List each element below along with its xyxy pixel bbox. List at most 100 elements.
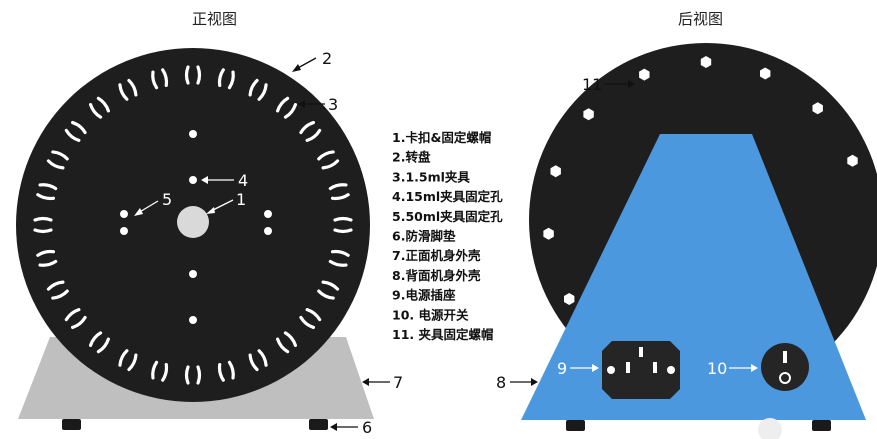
front-foot-left — [62, 419, 81, 430]
legend-item-text: 1.5ml夹具 — [405, 169, 470, 184]
svg-text:4: 4 — [238, 171, 248, 190]
hole-50ml — [264, 227, 272, 235]
parts-legend: 1.卡扣&固定螺帽2.转盘3.1.5ml夹具4.15ml夹具固定孔5.50ml夹… — [392, 130, 503, 342]
clamp-slot — [88, 331, 110, 354]
clamp-slot — [248, 78, 268, 101]
callout-8: 8 — [496, 373, 538, 392]
clamp-slot — [276, 96, 298, 119]
clamp-slot — [299, 120, 322, 142]
hole-50ml — [120, 210, 128, 218]
clamp-slot — [64, 308, 87, 330]
front-view-title: 正视图 — [192, 10, 237, 28]
hole-15ml — [189, 270, 197, 278]
clamp-slot — [118, 349, 138, 372]
svg-text:2: 2 — [322, 49, 332, 68]
clamp-nut — [700, 56, 712, 68]
callout-5: 5 — [134, 190, 172, 216]
front-view: 正视图 1 4 — [16, 10, 403, 437]
back-view-title: 后视图 — [678, 10, 723, 28]
legend-item: 3.1.5ml夹具 — [392, 169, 470, 184]
clamp-slot — [151, 68, 169, 90]
center-nut — [177, 206, 209, 238]
svg-text:7: 7 — [393, 373, 403, 392]
svg-text:6: 6 — [362, 418, 372, 437]
legend-item: 1.卡扣&固定螺帽 — [392, 130, 491, 145]
hole-15ml — [189, 316, 197, 324]
clamp-slot — [33, 216, 53, 234]
svg-text:11: 11 — [582, 75, 602, 94]
callout-2: 2 — [292, 49, 332, 72]
legend-item-number: 1. — [392, 130, 405, 145]
legend-item: 5.50ml夹具固定孔 — [392, 209, 503, 224]
clamp-nut — [583, 108, 594, 121]
legend-item-text: 15ml夹具固定孔 — [405, 189, 503, 204]
clamp-slot — [328, 249, 350, 267]
power-socket — [602, 341, 680, 399]
legend-item: 4.15ml夹具固定孔 — [392, 189, 503, 204]
legend-item-number: 7. — [392, 248, 405, 263]
hole-50ml — [120, 227, 128, 235]
legend-item-number: 6. — [392, 229, 405, 244]
callout-9: 9 — [557, 359, 599, 378]
callout-11: 11 — [582, 75, 635, 94]
power-switch — [761, 343, 809, 391]
callout-10: 10 — [707, 359, 758, 378]
legend-item-text: 正面机身外壳 — [405, 248, 481, 263]
legend-item-number: 3. — [392, 169, 405, 184]
callout-1: 1 — [206, 190, 246, 214]
clamp-slot — [151, 360, 169, 382]
clamp-nut — [812, 102, 823, 115]
clamp-nut — [639, 68, 650, 81]
clamp-slot — [299, 308, 322, 330]
legend-item-text: 电源插座 — [405, 288, 456, 303]
clamp-nut — [564, 293, 575, 305]
legend-item-number: 2. — [392, 150, 405, 165]
front-foot-right — [309, 419, 328, 430]
clamp-nut — [543, 227, 554, 240]
legend-item: 7.正面机身外壳 — [392, 248, 481, 263]
legend-item: 6.防滑脚垫 — [392, 229, 456, 244]
clamp-slot — [317, 150, 340, 170]
hole-50ml — [264, 210, 272, 218]
back-view: 后视图 11 8 — [496, 10, 877, 439]
clamp-slot — [36, 249, 58, 267]
clamp-slot — [328, 183, 350, 201]
clamp-slot — [64, 120, 87, 142]
clamp-slot — [248, 349, 268, 372]
tube-clamp-slots — [33, 65, 353, 385]
clamp-slot — [184, 65, 202, 85]
svg-text:9: 9 — [557, 359, 567, 378]
hole-15ml — [189, 130, 197, 138]
callout-6: 6 — [330, 418, 372, 437]
legend-item-number: 11. — [392, 327, 414, 342]
legend-item: 9.电源插座 — [392, 288, 456, 303]
legend-item-text: 转盘 — [405, 150, 431, 165]
legend-item: 11. 夹具固定螺帽 — [392, 327, 494, 342]
clamp-nut — [847, 154, 858, 167]
clamp-nut — [550, 165, 561, 178]
legend-item-number: 10. — [392, 307, 414, 322]
clamp-slot — [46, 280, 69, 300]
legend-item-text: 电源开关 — [414, 307, 469, 322]
clamp-slot — [184, 365, 202, 385]
back-foot-right — [812, 420, 831, 431]
legend-item-text: 50ml夹具固定孔 — [405, 209, 503, 224]
clamp-slot — [118, 78, 138, 101]
hole-15ml — [189, 176, 197, 184]
clamp-nut — [760, 67, 771, 80]
svg-text:8: 8 — [496, 373, 506, 392]
clamp-slot — [276, 331, 298, 354]
legend-item-text: 背面机身外壳 — [405, 268, 481, 283]
clamp-slot — [36, 183, 58, 201]
clamp-slot — [333, 216, 353, 234]
shadow-blob — [758, 418, 782, 439]
clamp-slot — [46, 150, 69, 170]
legend-item: 8.背面机身外壳 — [392, 268, 481, 283]
svg-text:10: 10 — [707, 359, 727, 378]
legend-item-number: 4. — [392, 189, 405, 204]
legend-item-text: 防滑脚垫 — [405, 229, 456, 244]
legend-item-number: 8. — [392, 268, 405, 283]
clamp-slot — [88, 96, 110, 119]
legend-item-text: 卡扣&固定螺帽 — [405, 130, 491, 145]
